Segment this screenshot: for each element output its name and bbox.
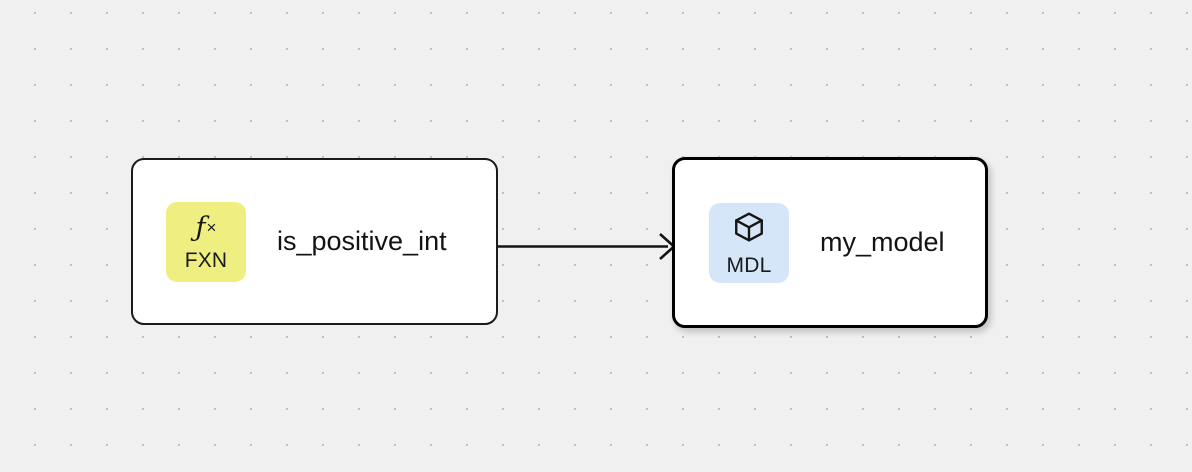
- node-type-code: FXN: [184, 248, 228, 272]
- function-icon-times: ×: [206, 218, 217, 237]
- graph-node-my-model[interactable]: MDL my_model: [672, 157, 988, 328]
- edge-fxn-to-mdl[interactable]: [498, 233, 676, 260]
- node-type-badge-fxn: ƒ× FXN: [166, 201, 246, 282]
- function-icon: ƒ×: [195, 212, 217, 243]
- node-type-code: MDL: [726, 253, 772, 277]
- cube-icon: [732, 210, 766, 248]
- node-title: my_model: [820, 227, 945, 257]
- node-title: is_positive_int: [277, 226, 447, 256]
- graph-node-is-positive-int[interactable]: ƒ× FXN is_positive_int: [131, 158, 498, 325]
- node-type-badge-mdl: MDL: [709, 202, 789, 283]
